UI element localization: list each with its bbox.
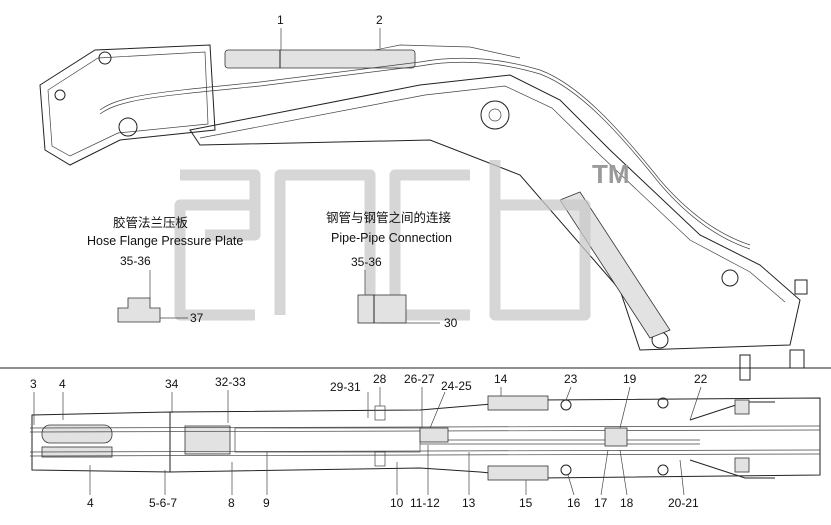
callout-4-bottom: 4 (87, 496, 94, 510)
callout-18: 18 (620, 496, 634, 510)
plan-view (0, 367, 831, 481)
callout-4-top: 4 (59, 377, 66, 391)
watermark-tm: TM (592, 159, 630, 189)
callout-1: 1 (277, 13, 284, 27)
callout-2: 2 (376, 13, 383, 27)
callout-15: 15 (519, 496, 533, 510)
callout-22: 22 (694, 372, 708, 386)
callout-37: 37 (190, 311, 204, 325)
callout-26-27: 26-27 (404, 372, 435, 386)
callout-16: 16 (567, 496, 581, 510)
caption-right-range: 35-36 (351, 255, 382, 269)
callout-14: 14 (494, 372, 508, 386)
detail-pipe-pipe: 钢管与钢管之间的连接 Pipe-Pipe Connection 35-36 30 (326, 210, 458, 330)
callout-32-33: 32-33 (215, 375, 246, 389)
caption-left-cn: 胶管法兰压板 (113, 215, 189, 230)
callout-19: 19 (623, 372, 637, 386)
callout-9: 9 (263, 496, 270, 510)
callout-23: 23 (564, 372, 578, 386)
callouts: 1 2 3 4 34 32-33 29-31 28 26-27 24-25 14… (30, 13, 708, 510)
callout-13: 13 (462, 496, 476, 510)
detail-hose-flange: 胶管法兰压板 Hose Flange Pressure Plate 35-36 … (87, 215, 243, 325)
callout-17: 17 (594, 496, 608, 510)
callout-28: 28 (373, 372, 387, 386)
callout-11-12: 11-12 (410, 496, 440, 510)
callout-8: 8 (228, 496, 235, 510)
caption-left-en: Hose Flange Pressure Plate (87, 234, 243, 248)
caption-right-cn: 钢管与钢管之间的连接 (326, 210, 452, 225)
caption-right-en: Pipe-Pipe Connection (331, 231, 452, 245)
callout-5-6-7: 5-6-7 (149, 496, 177, 510)
caption-left-range: 35-36 (120, 254, 151, 268)
callout-24-25: 24-25 (441, 379, 472, 393)
callout-29-31: 29-31 (330, 380, 361, 394)
callout-20-21: 20-21 (668, 496, 699, 510)
watermark-logo: TM (174, 159, 630, 321)
callout-10: 10 (390, 496, 404, 510)
callout-30: 30 (444, 316, 458, 330)
callout-34: 34 (165, 377, 179, 391)
callout-3: 3 (30, 377, 37, 391)
